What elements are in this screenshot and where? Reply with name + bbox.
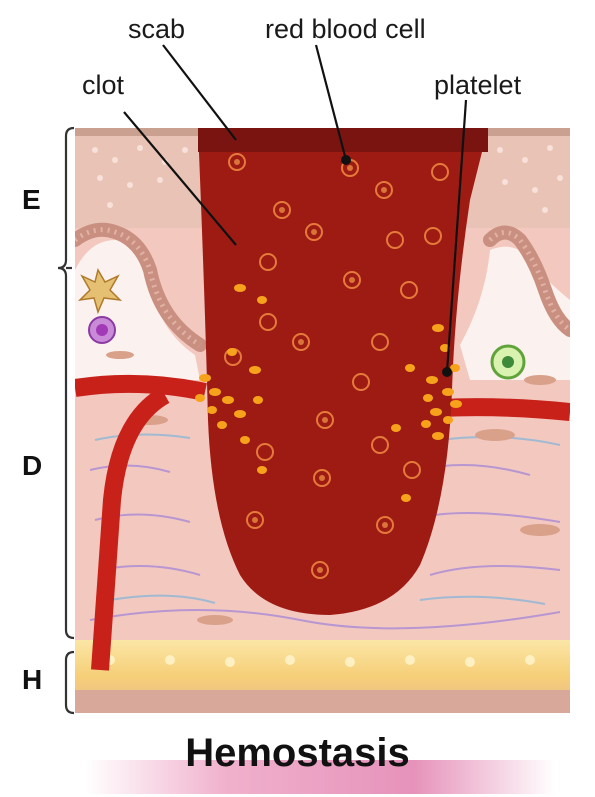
label-scab: scab: [128, 16, 185, 43]
label-red-blood-cell: red blood cell: [265, 16, 426, 43]
label-clot: clot: [82, 72, 124, 99]
white-blood-cell-icon: [89, 317, 115, 343]
label-platelet: platelet: [434, 72, 521, 99]
layer-label-dermis: D: [22, 452, 42, 480]
blood-vessel-right: [440, 407, 570, 412]
layer-brackets: [58, 128, 74, 713]
layer-label-hypodermis: H: [22, 666, 42, 694]
lymphocyte-icon: [492, 346, 524, 378]
layer-label-epidermis: E: [22, 186, 41, 214]
blood-vessel-left: [75, 384, 205, 392]
diagram-title: Hemostasis: [0, 733, 595, 773]
